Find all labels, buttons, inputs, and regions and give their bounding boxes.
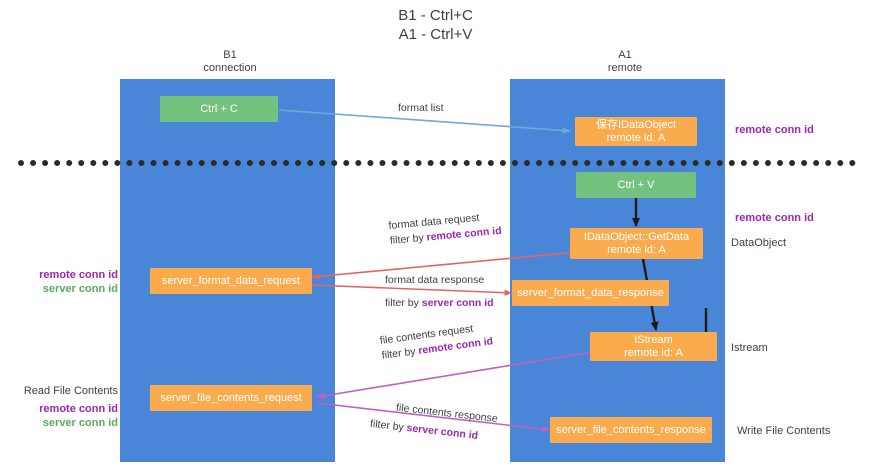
box-idataobject-getdata-label-1: IDataObject::GetData xyxy=(583,230,690,243)
box-idataobject-top-label-2: remote id: A xyxy=(606,131,666,144)
column-header-a1-sub: remote xyxy=(607,62,643,74)
edge-label-format-data-response-line1: format data response xyxy=(385,274,485,286)
box-server-format-data-response-label: server_format_data_response xyxy=(517,286,664,299)
column-header-b1: B1 connection xyxy=(150,49,310,75)
column-header-b1-name: B1 xyxy=(223,49,237,61)
column-header-b1-sub: connection xyxy=(203,62,257,74)
box-server-file-contents-request-label: server_file_contents_request xyxy=(160,391,302,404)
column-header-a1-name: A1 xyxy=(618,49,632,61)
annotation-read-file-contents: Read File Contents xyxy=(23,385,118,397)
box-istream-label-1: IStream xyxy=(634,333,673,346)
edge-label-format-data-response-highlight: server conn id xyxy=(421,297,494,309)
box-idataobject-top[interactable]: 保存IDataObject remote id: A xyxy=(575,117,697,146)
edge-label-format-list: format list xyxy=(398,101,444,116)
phase-separator xyxy=(18,160,856,166)
edge-label-format-list-text: format list xyxy=(398,102,444,114)
edge-label-file-contents-request-prefix: filter by xyxy=(381,345,420,362)
annotation-left-ids-bottom-remote: remote conn id xyxy=(39,403,118,415)
box-ctrl-c[interactable]: Ctrl + C xyxy=(160,96,278,122)
box-istream-label-2: remote id: A xyxy=(624,346,683,359)
edge-label-format-data-response-line2: filter by server conn id xyxy=(385,296,494,311)
box-ctrl-c-label: Ctrl + C xyxy=(200,102,238,115)
edge-label-format-data-request: format data request filter by remote con… xyxy=(388,209,502,249)
annotation-dataobject: DataObject xyxy=(731,237,787,249)
box-ctrl-v-label: Ctrl + V xyxy=(617,178,655,191)
annotation-left-ids-mid: remote conn id server conn id xyxy=(0,268,118,296)
box-idataobject-getdata-label-2: remote id: A xyxy=(607,243,666,256)
edge-label-format-data-response: format data response filter by server co… xyxy=(385,273,494,311)
box-server-format-data-request-label: server_format_data_request xyxy=(161,274,301,287)
edge-label-file-contents-request: file contents request filter by remote c… xyxy=(379,319,494,363)
box-server-format-data-request[interactable]: server_format_data_request xyxy=(150,268,312,294)
box-server-file-contents-response[interactable]: server_file_contents_response xyxy=(550,417,712,443)
box-server-file-contents-response-label: server_file_contents_response xyxy=(556,423,706,436)
column-header-a1: A1 remote xyxy=(545,49,705,75)
title-line-2: A1 - Ctrl+V xyxy=(398,26,473,43)
box-idataobject-getdata[interactable]: IDataObject::GetData remote id: A xyxy=(570,228,703,259)
annotation-istream: Istream xyxy=(731,342,768,354)
title-line-1: B1 - Ctrl+C xyxy=(398,7,473,24)
box-istream[interactable]: IStream remote id: A xyxy=(590,332,717,361)
annotation-left-ids-mid-remote: remote conn id xyxy=(39,269,118,281)
edge-label-format-data-request-prefix: filter by xyxy=(389,231,428,247)
page-title: B1 - Ctrl+C A1 - Ctrl+V xyxy=(0,6,871,44)
annotation-left-ids-bottom: remote conn id server conn id xyxy=(0,402,118,430)
annotation-remote-conn-id-mid: remote conn id xyxy=(735,212,814,224)
edge-label-file-contents-response-prefix: filter by xyxy=(369,417,408,434)
box-ctrl-v[interactable]: Ctrl + V xyxy=(576,172,696,198)
edge-label-file-contents-response: file contents response filter by server … xyxy=(369,398,498,446)
annotation-left-ids-mid-server: server conn id xyxy=(42,283,118,295)
annotation-remote-conn-id-top: remote conn id xyxy=(735,124,814,136)
annotation-left-ids-bottom-server: server conn id xyxy=(42,417,118,429)
edge-label-format-data-response-prefix: filter by xyxy=(385,297,422,309)
edge-label-file-contents-response-highlight: server conn id xyxy=(405,421,479,442)
box-server-format-data-response[interactable]: server_format_data_response xyxy=(512,280,669,306)
box-server-file-contents-request[interactable]: server_file_contents_request xyxy=(150,385,312,411)
box-idataobject-top-label-1: 保存IDataObject xyxy=(595,118,677,131)
annotation-write-file-contents: Write File Contents xyxy=(737,425,831,437)
